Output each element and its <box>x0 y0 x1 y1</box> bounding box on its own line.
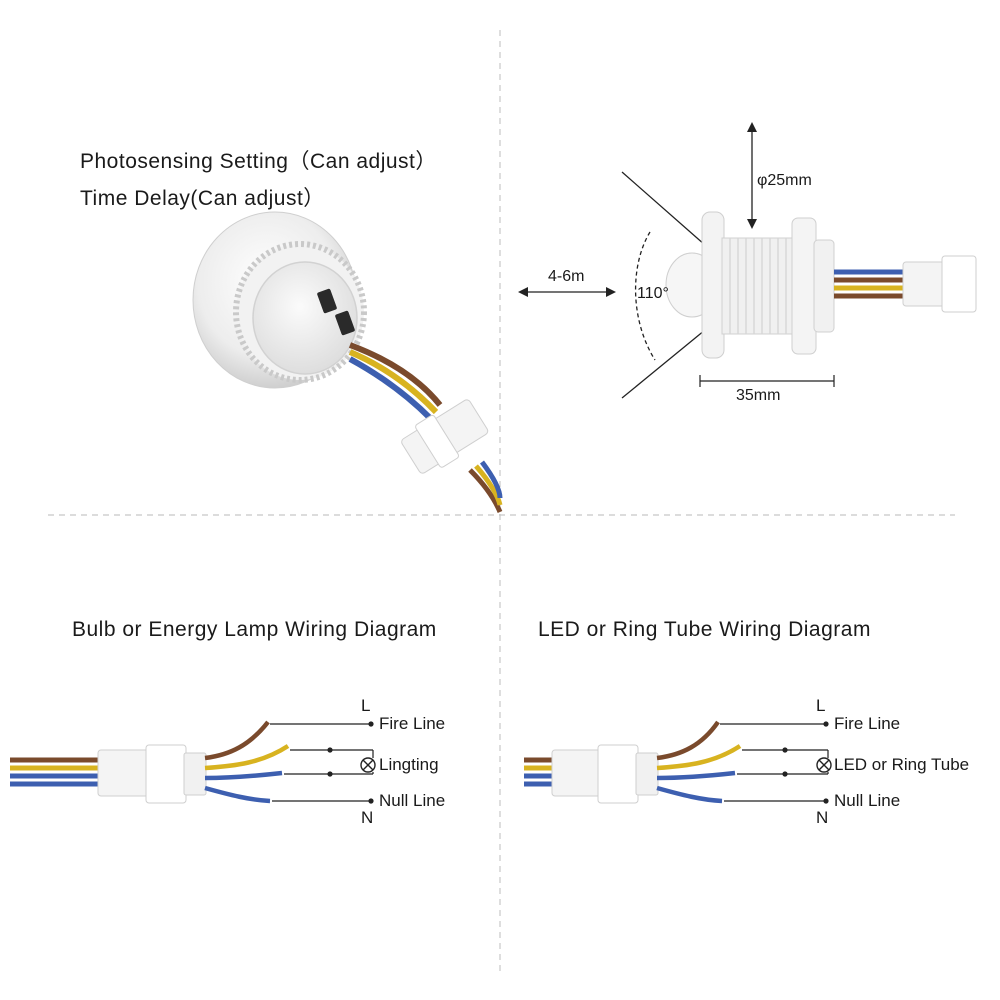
threaded-body <box>721 237 795 335</box>
length-label: 35mm <box>736 387 781 404</box>
bulb-L-label: L <box>361 696 371 715</box>
led-L-label: L <box>816 696 826 715</box>
photosensing-setting-label: Photosensing Setting（Can adjust） <box>80 150 437 173</box>
led-diagram-title: LED or Ring Tube Wiring Diagram <box>538 618 871 641</box>
angle-arc <box>634 231 656 361</box>
bulb-diagram-title: Bulb or Energy Lamp Wiring Diagram <box>72 618 437 641</box>
connector-right <box>551 749 603 797</box>
bulb-N-label: N <box>361 808 374 827</box>
brown-wire <box>348 342 443 407</box>
lamp-symbol-icon <box>360 757 376 773</box>
led-fire-line-label: Fire Line <box>834 714 901 733</box>
blue-wire <box>348 356 433 421</box>
angle-label: 110° <box>637 285 669 302</box>
bulb-load-label: Lingting <box>379 755 439 774</box>
led-N-label: N <box>816 808 829 827</box>
bulb-null-line-label: Null Line <box>379 791 446 810</box>
diameter-label: φ25mm <box>757 172 812 189</box>
bulb-fire-line-label: Fire Line <box>379 714 446 733</box>
led-lamp-symbol-icon <box>816 757 832 773</box>
led-load-label: LED or Ring Tube <box>834 755 970 774</box>
back-plate <box>252 261 358 375</box>
time-delay-label: Time Delay(Can adjust） <box>80 187 325 210</box>
photosensing-knob <box>317 288 337 314</box>
wire-connector <box>401 399 489 474</box>
led-null-line-label: Null Line <box>834 791 901 810</box>
time-delay-knob <box>335 310 355 336</box>
range-label: 4-6m <box>548 268 585 285</box>
yellow-wire <box>348 349 439 415</box>
